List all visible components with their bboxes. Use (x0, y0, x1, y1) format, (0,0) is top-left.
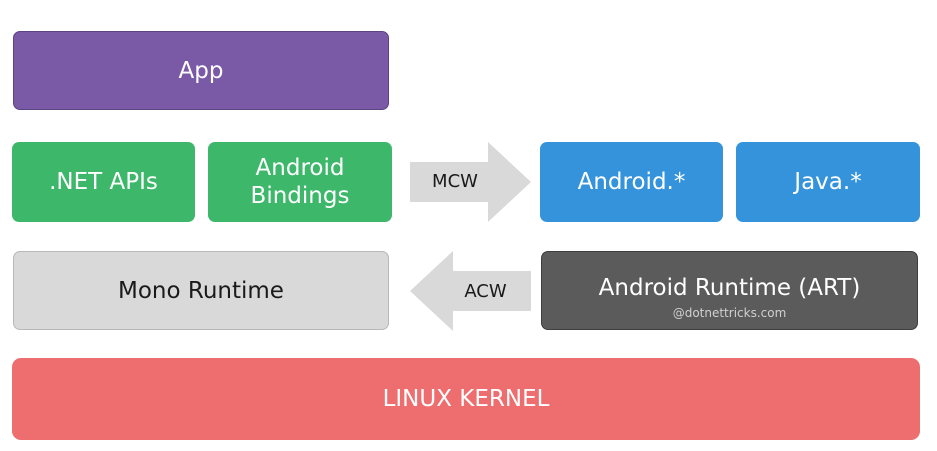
right-arrow-icon (410, 142, 531, 222)
android-bindings-label: Android Bindings (250, 155, 350, 209)
linux-kernel-layer: LINUX KERNEL (12, 358, 920, 440)
linux-kernel-label: LINUX KERNEL (382, 386, 550, 412)
app-layer: App (13, 31, 389, 110)
android-runtime-label: Android Runtime (ART) (598, 274, 861, 301)
acw-arrow: ACW (410, 251, 531, 331)
dotnet-apis-box: .NET APIs (12, 142, 195, 222)
java-namespace-box: Java.* (736, 142, 920, 222)
dotnet-apis-label: .NET APIs (49, 169, 158, 195)
android-bindings-box: Android Bindings (208, 142, 392, 222)
acw-label: ACW (464, 281, 507, 302)
android-namespace-label: Android.* (577, 169, 686, 195)
android-namespace-box: Android.* (540, 142, 723, 222)
android-runtime-box: Android Runtime (ART) @dotnettricks.com (541, 251, 918, 330)
mono-runtime-label: Mono Runtime (118, 277, 284, 304)
watermark: @dotnettricks.com (672, 305, 787, 320)
mcw-label: MCW (432, 171, 478, 192)
mono-runtime-box: Mono Runtime (13, 251, 389, 330)
java-namespace-label: Java.* (794, 169, 862, 195)
left-arrow-icon (410, 251, 531, 331)
mcw-arrow: MCW (410, 142, 531, 222)
app-label: App (178, 57, 224, 84)
